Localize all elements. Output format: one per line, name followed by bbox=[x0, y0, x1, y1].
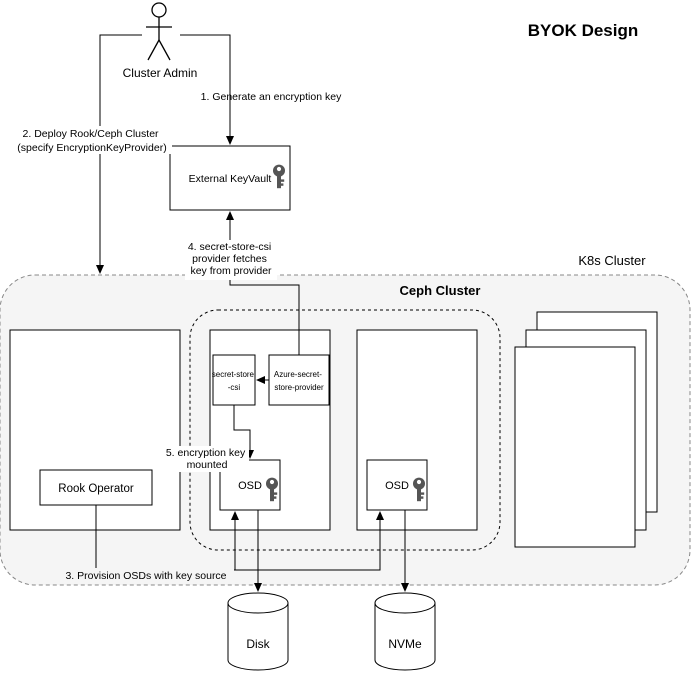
disk-cylinder bbox=[227, 592, 289, 671]
external-keyvault-box bbox=[169, 145, 291, 211]
step-2-line-2: (specify EncryptionKeyProvider) bbox=[17, 142, 166, 154]
step-2-line-1: 2. Deploy Rook/Ceph Cluster bbox=[23, 128, 159, 140]
rook-operator-label: Rook Operator bbox=[58, 483, 134, 495]
ceph-cluster-container bbox=[189, 309, 501, 551]
edge-provision-osd-2 bbox=[235, 511, 384, 571]
step-4-label: 4. secret-store-csi provider fetches key… bbox=[185, 240, 277, 280]
step-4-label-bg bbox=[185, 240, 277, 280]
secret-store-csi-box bbox=[212, 354, 256, 406]
step-2-label-bg bbox=[12, 126, 172, 154]
k8s-cluster-label: K8s Cluster bbox=[578, 253, 646, 268]
step-3-text: 3. Provision OSDs with key source bbox=[65, 570, 226, 582]
secret-store-csi-line-2: -csi bbox=[228, 383, 241, 392]
azure-provider-line-1: Azure-secret- bbox=[274, 370, 322, 379]
osd-2-label: OSD bbox=[385, 480, 409, 492]
step-5-line-2: mounted bbox=[187, 459, 228, 471]
edge-generate-key bbox=[180, 34, 234, 145]
external-keyvault-label: External KeyVault bbox=[189, 173, 272, 185]
step-4-line-3: key from provider bbox=[190, 265, 272, 277]
azure-provider-line-2: store-provider bbox=[274, 383, 324, 392]
step-3-label: 3. Provision OSDs with key source bbox=[58, 568, 234, 582]
secret-store-csi-line-1: secret-store bbox=[212, 370, 255, 379]
step-2-label: 2. Deploy Rook/Ceph Cluster (specify Enc… bbox=[12, 126, 172, 154]
diagram-title: BYOK Design bbox=[528, 21, 639, 40]
step-3-label-bg bbox=[58, 568, 234, 581]
stacked-nodes bbox=[514, 311, 658, 548]
svg-text:2. Deploy Rook/Ceph Cluster: 2. Deploy Rook/Ceph Cluster (specify Enc… bbox=[17, 128, 166, 154]
svg-text:5. encryption key mounte: 5. encryption key mounted bbox=[166, 447, 248, 471]
step-5-label-bg bbox=[165, 446, 249, 472]
nvme-cylinder bbox=[374, 592, 436, 671]
person-icon bbox=[146, 2, 172, 61]
stacked-node-front bbox=[514, 346, 636, 548]
step-1-label: 1. Generate an encryption key bbox=[201, 91, 342, 103]
step-5-label: 5. encryption key mounted bbox=[165, 446, 249, 472]
nvme-label: NVMe bbox=[388, 637, 422, 651]
azure-provider-label: Azure-secret- store-provider bbox=[274, 370, 324, 392]
step-4-line-1: 4. secret-store-csi bbox=[188, 241, 271, 253]
step-5-line-1: 5. encryption key bbox=[166, 447, 246, 459]
cluster-admin-label: Cluster Admin bbox=[123, 66, 198, 80]
ceph-cluster-label: Ceph Cluster bbox=[400, 283, 481, 298]
edge-deploy-cluster bbox=[96, 34, 142, 274]
disk-label: Disk bbox=[246, 637, 270, 651]
secret-store-csi-label: secret-store -csi bbox=[212, 370, 256, 392]
azure-provider-box bbox=[268, 354, 330, 406]
osd-1-label: OSD bbox=[238, 480, 262, 492]
step-4-line-2: provider fetches bbox=[192, 253, 267, 265]
svg-text:4. secret-store-csi prov: 4. secret-store-csi provider fetches key… bbox=[188, 241, 274, 277]
edge-mount-key bbox=[233, 405, 254, 459]
